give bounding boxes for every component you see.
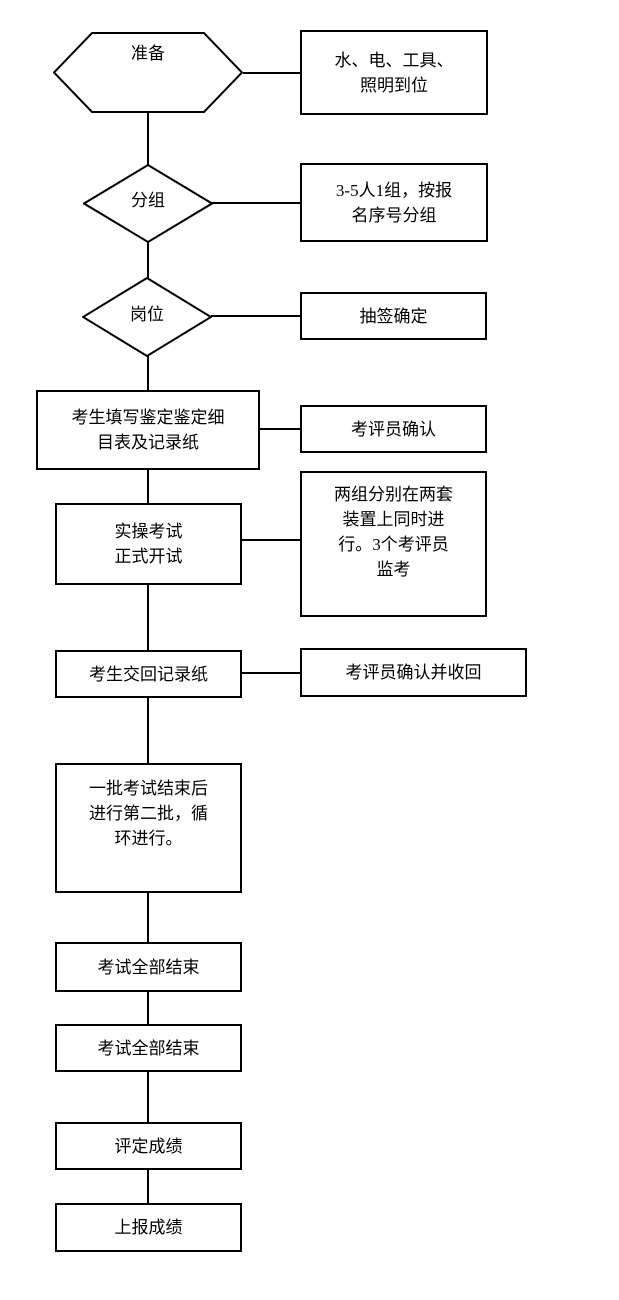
connector-fill-form-to-exam-start xyxy=(147,469,149,504)
connector-exam-end2-to-grade xyxy=(147,1071,149,1123)
connector-return-to-batch-cycle xyxy=(147,697,149,764)
flow-node-batch-cycle: 一批考试结束后 进行第二批，循 环进行。 xyxy=(55,763,242,893)
flow-node-grouping-note: 3-5人1组，按报 名序号分组 xyxy=(300,163,488,242)
flow-node-label: 准备 xyxy=(131,44,165,63)
flow-node-label: 两组分别在两套 装置上同时进 行。3个考评员 监考 xyxy=(334,485,453,579)
connector-prepare-to-grouping xyxy=(147,112,149,165)
flow-node-label: 考生填写鉴定鉴定细 目表及记录纸 xyxy=(71,408,225,452)
connector-exam-start-to-return xyxy=(147,584,149,651)
flow-node-grade: 评定成绩 xyxy=(55,1122,242,1170)
flow-node-report: 上报成绩 xyxy=(55,1203,242,1252)
connector-batch-cycle-to-exam-end1 xyxy=(147,892,149,943)
flow-node-label: 抽签确定 xyxy=(359,306,428,326)
flow-node-label: 考试全部结束 xyxy=(97,957,200,977)
hexagon-shape xyxy=(53,32,243,113)
flow-node-fill-form: 考生填写鉴定鉴定细 目表及记录纸 xyxy=(36,390,260,470)
flow-node-prepare: 准备 xyxy=(53,32,243,113)
connector-grouping-to-position xyxy=(147,242,149,278)
connector-prepare-note xyxy=(243,72,300,74)
flow-node-label: 评定成绩 xyxy=(114,1136,183,1156)
flow-node-label: 3-5人1组，按报 名序号分组 xyxy=(335,180,453,225)
connector-exam-start-note xyxy=(241,539,300,541)
connector-grade-to-report xyxy=(147,1169,149,1204)
connector-position-to-fill-form xyxy=(147,356,149,391)
flow-node-position: 岗位 xyxy=(82,277,212,357)
connector-exam-end1-to-exam-end2 xyxy=(147,991,149,1025)
connector-return-note xyxy=(241,672,300,674)
flow-node-exam-start-note: 两组分别在两套 装置上同时进 行。3个考评员 监考 xyxy=(300,471,487,617)
connector-fill-form-note xyxy=(259,428,300,430)
flow-node-label: 岗位 xyxy=(130,304,164,324)
flow-node-exam-start: 实操考试 正式开试 xyxy=(55,503,242,585)
flow-node-label: 一批考试结束后 进行第二批，循 环进行。 xyxy=(89,779,208,848)
flow-node-label: 考评员确认并收回 xyxy=(345,663,482,682)
flow-node-label: 上报成绩 xyxy=(114,1218,183,1237)
flow-node-fill-form-note: 考评员确认 xyxy=(300,405,487,453)
flow-node-return-paper-note: 考评员确认并收回 xyxy=(300,648,527,697)
flow-node-position-note: 抽签确定 xyxy=(300,292,487,340)
flow-node-label: 水、电、工具、 照明到位 xyxy=(334,50,454,95)
flow-node-exam-end-2: 考试全部结束 xyxy=(55,1024,242,1072)
flow-node-exam-end-1: 考试全部结束 xyxy=(55,942,242,992)
connector-position-note xyxy=(211,315,300,317)
flow-node-grouping: 分组 xyxy=(83,164,213,243)
flow-node-prepare-note: 水、电、工具、 照明到位 xyxy=(300,30,488,115)
flow-node-return-paper: 考生交回记录纸 xyxy=(55,650,242,698)
flow-node-label: 考试全部结束 xyxy=(97,1038,200,1058)
connector-grouping-note xyxy=(212,202,300,204)
diamond-shape xyxy=(82,277,212,357)
flow-node-label: 实操考试 正式开试 xyxy=(114,522,183,566)
flow-node-label: 考生交回记录纸 xyxy=(89,664,208,684)
diamond-shape xyxy=(83,164,213,243)
flow-node-label: 考评员确认 xyxy=(351,419,436,439)
flow-node-label: 分组 xyxy=(131,191,165,210)
